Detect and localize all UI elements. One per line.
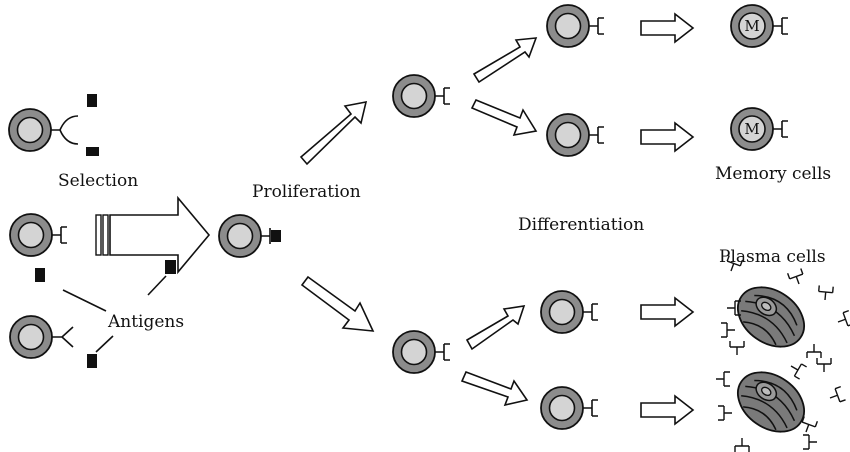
antibody-icon [786, 359, 808, 380]
hollow-arrow-icon [640, 122, 694, 152]
antigen-block-icon [87, 354, 97, 368]
memory-marker: M [744, 17, 759, 35]
antigen-block-icon [86, 147, 99, 156]
antigens-label: Antigens [107, 312, 184, 332]
pre-memory-cell [546, 4, 605, 48]
hollow-arrow-icon [465, 305, 526, 351]
hollow-arrow-icon [460, 370, 529, 407]
plasma-cell-icon [737, 286, 805, 348]
selection-cell [8, 108, 79, 152]
memory-cell-icon: M [730, 4, 789, 48]
pre-plasma-cell [540, 290, 599, 334]
hollow-arrow-icon [472, 37, 538, 84]
plasma-cell-icon [737, 371, 805, 433]
hollow-arrow-icon [640, 395, 694, 425]
pre-plasma-cell [540, 386, 599, 430]
hollow-arrow-icon [640, 13, 694, 43]
lower-intermediate-cell [392, 330, 451, 374]
antibody-icon [834, 309, 850, 330]
antigen-block-icon [87, 94, 97, 107]
memory-marker: M [744, 120, 759, 138]
selection-label: Selection [58, 171, 138, 191]
antibody-icon [817, 284, 834, 302]
antibody-icon [734, 437, 750, 452]
antigen-block-icon [165, 260, 176, 274]
hollow-arrow-icon [470, 98, 538, 137]
hollow-arrow-icon [299, 100, 368, 166]
plasma-cells-label: Plasma cells [719, 247, 826, 267]
antibody-icon [729, 340, 745, 356]
antibody-icon [715, 371, 731, 387]
antigen-block-icon [35, 268, 45, 282]
proliferation-label: Proliferation [252, 182, 361, 202]
antibody-icon [806, 343, 822, 359]
receptor-cell [9, 315, 74, 359]
proliferating-cell [218, 214, 281, 258]
hollow-arrow-icon [640, 297, 694, 327]
antigen-pointer-line [62, 289, 107, 312]
memory-cell-icon: M [730, 107, 789, 151]
memory-cells-label: Memory cells [715, 164, 831, 184]
binding-cell [9, 213, 68, 257]
differentiation-label: Differentiation [518, 215, 644, 235]
upper-intermediate-cell [392, 74, 451, 118]
antibody-icon [720, 322, 736, 338]
antibody-icon [816, 357, 832, 373]
antibody-icon [802, 434, 818, 450]
antigen-pointer-line [147, 275, 167, 296]
antibody-icon [717, 405, 733, 421]
antibody-icon [826, 385, 847, 406]
pre-memory-cell [546, 113, 605, 157]
antibody-icon [786, 267, 807, 288]
hollow-arrow-icon [300, 275, 375, 332]
antigen-pointer-line [95, 335, 114, 353]
selection-arrow [95, 195, 211, 275]
